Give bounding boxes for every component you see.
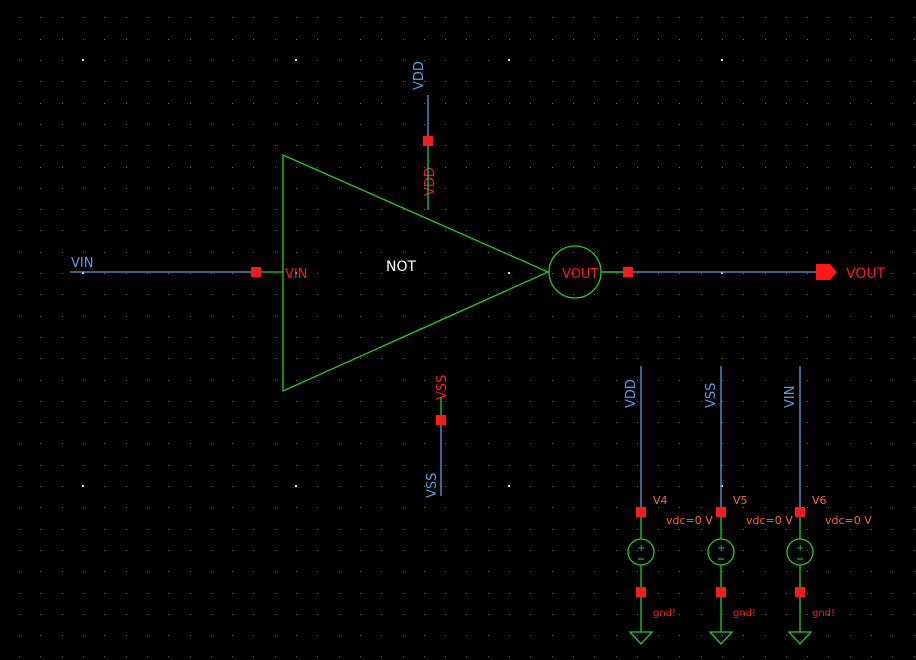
pin-marker-vout[interactable] xyxy=(623,267,633,277)
ground-label: gnd! xyxy=(653,608,676,619)
output-pin-arrow-icon[interactable] xyxy=(816,264,837,280)
plus-sign-icon: + xyxy=(796,543,804,554)
net-labels: VIN VDD VSS VOUT xyxy=(71,61,886,498)
source-net-label: VIN xyxy=(783,386,798,408)
source-param-label: vdc=0 V xyxy=(666,514,713,527)
source-param-label: vdc=0 V xyxy=(746,514,793,527)
vdc-source-icon xyxy=(707,538,735,566)
source-pin-minus[interactable] xyxy=(716,587,726,597)
inverter-symbol[interactable]: NOT VIN VOUT VDD VSS xyxy=(282,154,602,400)
plus-sign-icon: + xyxy=(717,543,725,554)
pin-marker-vdd[interactable] xyxy=(423,136,433,146)
vdc-source-v4[interactable]: VDD + V4 vdc=0 V gnd! xyxy=(624,379,713,645)
ground-icon xyxy=(708,631,734,645)
source-pin-minus[interactable] xyxy=(795,587,805,597)
pin-markers xyxy=(251,136,633,425)
pin-label-vdd: VDD xyxy=(423,167,438,196)
ground-label: gnd! xyxy=(812,608,835,619)
source-pin-plus[interactable] xyxy=(716,507,726,517)
net-label-vin: VIN xyxy=(71,256,93,271)
voltage-sources: VDD + V4 vdc=0 V gnd! VSS + V5 vdc=0 V gnd! VIN + V6… xyxy=(624,379,872,645)
source-pin-plus[interactable] xyxy=(636,507,646,517)
source-instance-label: V6 xyxy=(812,494,827,507)
net-label-vss: VSS xyxy=(425,473,440,498)
output-pin-label: VOUT xyxy=(846,266,886,282)
pin-marker-vss[interactable] xyxy=(436,415,446,425)
pin-marker-vin[interactable] xyxy=(251,267,261,277)
cell-name-label: NOT xyxy=(386,259,416,275)
pin-label-vout: VOUT xyxy=(562,267,598,282)
inverter-triangle xyxy=(282,154,550,393)
ground-icon xyxy=(787,631,813,645)
source-pin-minus[interactable] xyxy=(636,587,646,597)
plus-sign-icon: + xyxy=(637,543,645,554)
source-param-label: vdc=0 V xyxy=(825,514,872,527)
vdc-source-icon xyxy=(627,538,655,566)
source-net-label: VDD xyxy=(624,379,639,408)
vdc-source-v5[interactable]: VSS + V5 vdc=0 V gnd! xyxy=(704,383,793,645)
source-instance-label: V5 xyxy=(733,494,748,507)
net-label-vdd: VDD xyxy=(412,61,427,90)
ground-icon xyxy=(628,631,654,645)
pin-label-vss: VSS xyxy=(435,375,450,400)
source-net-label: VSS xyxy=(704,383,719,408)
grid-dots xyxy=(19,17,915,657)
pin-label-vin: VIN xyxy=(285,267,307,282)
source-pin-plus[interactable] xyxy=(795,507,805,517)
vdc-source-icon xyxy=(786,538,814,566)
source-instance-label: V4 xyxy=(653,494,668,507)
ground-label: gnd! xyxy=(733,608,756,619)
wires xyxy=(70,95,818,512)
vdc-source-v6[interactable]: VIN + V6 vdc=0 V gnd! xyxy=(783,386,872,645)
